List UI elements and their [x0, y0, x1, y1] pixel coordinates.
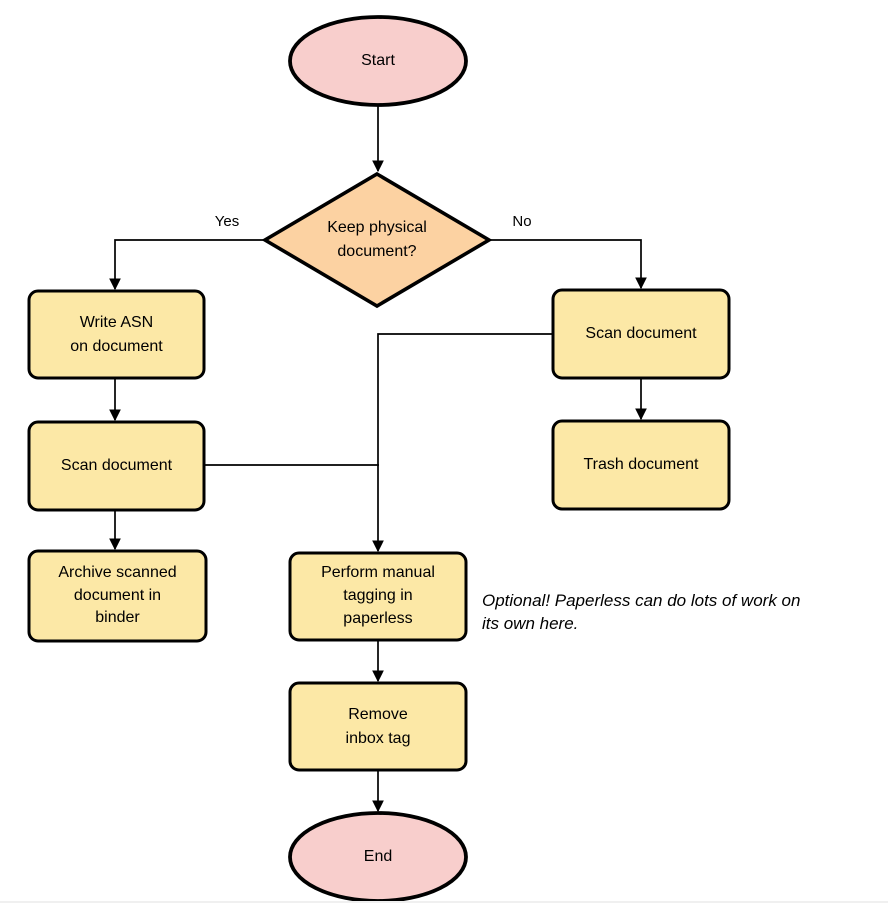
write-asn-node	[27, 289, 206, 380]
archive-node	[27, 549, 208, 643]
edge-decision-yes-to-write-asn	[109, 239, 265, 291]
trash-node	[551, 419, 731, 511]
remove-inbox-node	[288, 681, 468, 772]
edge-decision-no-to-scan-right	[489, 239, 647, 290]
tagging-node	[288, 551, 468, 642]
decision-node	[261, 171, 493, 309]
page-bottom-divider	[0, 901, 888, 903]
scan-left-node	[27, 420, 206, 512]
edge-scan-right-to-tagging	[372, 333, 553, 553]
start-node	[288, 15, 468, 107]
end-node	[288, 811, 468, 903]
scan-right-node	[551, 288, 731, 380]
